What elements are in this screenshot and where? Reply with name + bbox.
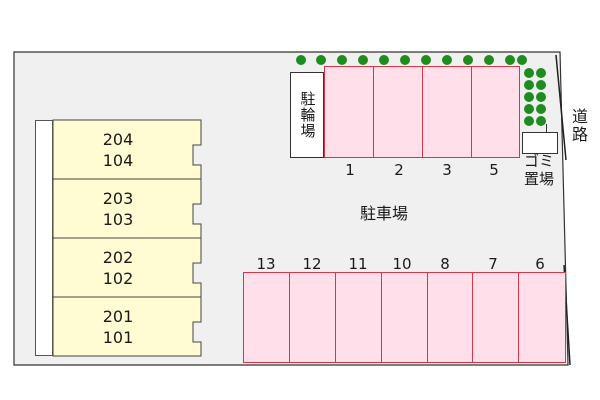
- parking-space-number: 13: [256, 255, 276, 273]
- tree-icon: [517, 55, 527, 65]
- tree-icon: [524, 104, 534, 114]
- tree-icon: [442, 55, 452, 65]
- tree-icon: [505, 55, 515, 65]
- tree-icon: [536, 68, 546, 78]
- tree-icon: [421, 55, 431, 65]
- tree-icon: [463, 55, 473, 65]
- tree-icon: [337, 55, 347, 65]
- parking-space: [373, 66, 423, 158]
- parking-lot-title: 駐車場: [360, 204, 409, 223]
- unit-label-upper: 204: [102, 130, 134, 149]
- parking-space-number: 10: [392, 255, 412, 273]
- tree-icon: [379, 55, 389, 65]
- tree-icon: [524, 92, 534, 102]
- tree-icon: [536, 104, 546, 114]
- tree-icon: [400, 55, 410, 65]
- parking-space-number: 12: [302, 255, 322, 273]
- parking-space-number: 2: [394, 161, 404, 179]
- parking-space: [335, 272, 382, 363]
- parking-space: [518, 272, 566, 363]
- unit-label-upper: 203: [102, 189, 134, 208]
- parking-space: [472, 272, 519, 363]
- tree-icon: [536, 80, 546, 90]
- parking-space-number: 11: [348, 255, 368, 273]
- garbage-label-line2: 置場: [523, 170, 554, 188]
- parking-space: [289, 272, 336, 363]
- parking-space: [471, 66, 520, 158]
- parking-space-number: 3: [442, 161, 452, 179]
- parking-space-number: 8: [440, 255, 450, 273]
- unit-label-lower: 104: [102, 151, 134, 170]
- parking-space: [381, 272, 428, 363]
- parking-space: [243, 272, 290, 363]
- unit-label-upper: 201: [102, 307, 134, 326]
- tree-icon: [524, 80, 534, 90]
- unit-label-upper: 202: [102, 248, 134, 267]
- unit-label-lower: 101: [102, 328, 134, 347]
- tree-icon: [296, 55, 306, 65]
- parking-space: [427, 272, 473, 363]
- bicycle-parking: 駐輪場: [290, 72, 324, 158]
- tree-icon: [316, 55, 326, 65]
- building-balcony-strip: [35, 120, 53, 356]
- road-edge-line: [555, 54, 567, 161]
- parking-space-number: 5: [489, 161, 499, 179]
- parking-space-number: 1: [345, 161, 355, 179]
- road-label: 道路: [569, 108, 588, 144]
- unit-label-lower: 102: [102, 269, 134, 288]
- garbage-station-label: ゴミ 置場: [512, 152, 566, 188]
- tree-icon: [536, 116, 546, 126]
- parking-space-number: 7: [488, 255, 498, 273]
- garbage-label-line1: ゴミ: [523, 152, 554, 170]
- unit-label-lower: 103: [102, 210, 134, 229]
- tree-icon: [536, 92, 546, 102]
- parking-space: [324, 66, 374, 158]
- tree-icon: [524, 68, 534, 78]
- parking-space-number: 6: [535, 255, 545, 273]
- tree-icon: [358, 55, 368, 65]
- tree-icon: [524, 116, 534, 126]
- tree-icon: [484, 55, 494, 65]
- parking-space: [422, 66, 472, 158]
- garbage-station-box: [522, 132, 558, 154]
- bicycle-parking-label: 駐輪場: [298, 91, 317, 139]
